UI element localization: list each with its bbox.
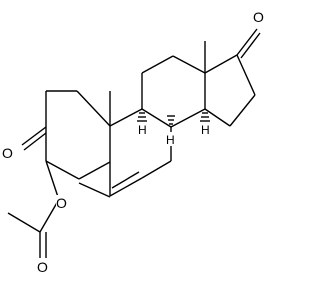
atom-h8: H <box>166 133 175 147</box>
bond-c10-c9 <box>109 108 143 127</box>
bond-c14-c8 <box>170 108 206 128</box>
bond-c17-o <box>236 28 258 56</box>
atom-o3: O <box>2 145 13 161</box>
bond-c3-o-double <box>23 132 47 151</box>
label-bg-h8 <box>165 132 175 146</box>
bond-c5-c10 <box>78 161 111 180</box>
bond-c3-o <box>21 126 47 146</box>
bond-c13-c17 <box>204 54 238 74</box>
bond-c5-c6-double <box>78 182 111 198</box>
atom-h9: H <box>138 123 147 137</box>
atom-h14: H <box>201 123 210 137</box>
bond-c17-c16 <box>236 54 256 96</box>
label-bg-oac <box>37 259 49 275</box>
bond-c15-c14 <box>204 108 231 127</box>
bond-c7-c8 <box>141 160 172 179</box>
bond-c4-c5 <box>45 160 80 180</box>
bond-c6-c7-inner <box>111 171 140 189</box>
bond-oac-c <box>39 200 59 233</box>
label-bg-h14 <box>200 122 210 136</box>
label-bg-o4 <box>56 195 68 211</box>
label-bg-o3 <box>2 145 14 161</box>
atom-o17: O <box>253 9 264 25</box>
label-bg-h9 <box>137 122 147 136</box>
bond-c12-c13 <box>172 55 206 74</box>
atom-oac: O <box>37 259 48 275</box>
bond-c9-c10 <box>141 108 172 128</box>
bond-c11-c12 <box>141 55 174 74</box>
bond-c6-c7 <box>109 177 143 197</box>
label-bg-o17 <box>253 9 265 25</box>
atom-o4: O <box>56 195 67 211</box>
molecule-svg: O O O O H H H <box>2 9 265 275</box>
bond-c1-c10 <box>76 90 111 127</box>
bond-c17-o-double <box>240 32 261 59</box>
bond-c16-c15 <box>229 94 256 127</box>
structure-diagram: O O O O H H H <box>2 9 265 275</box>
bond-acetyl-ch3 <box>7 212 41 233</box>
bond-c4-o <box>45 160 59 198</box>
